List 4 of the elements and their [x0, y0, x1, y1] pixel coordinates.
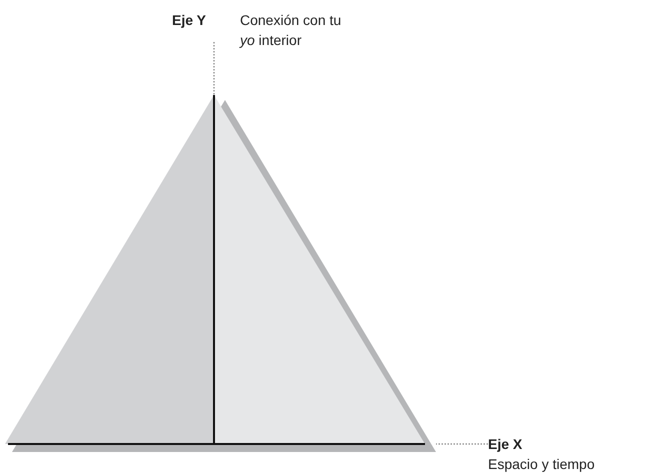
axis-description: Espacio y tiempo	[488, 455, 596, 474]
axis-description: Conexión con tu yo interior	[240, 11, 342, 50]
axis-label: Eje X	[488, 435, 524, 454]
axis-label: Eje Y	[172, 11, 206, 30]
